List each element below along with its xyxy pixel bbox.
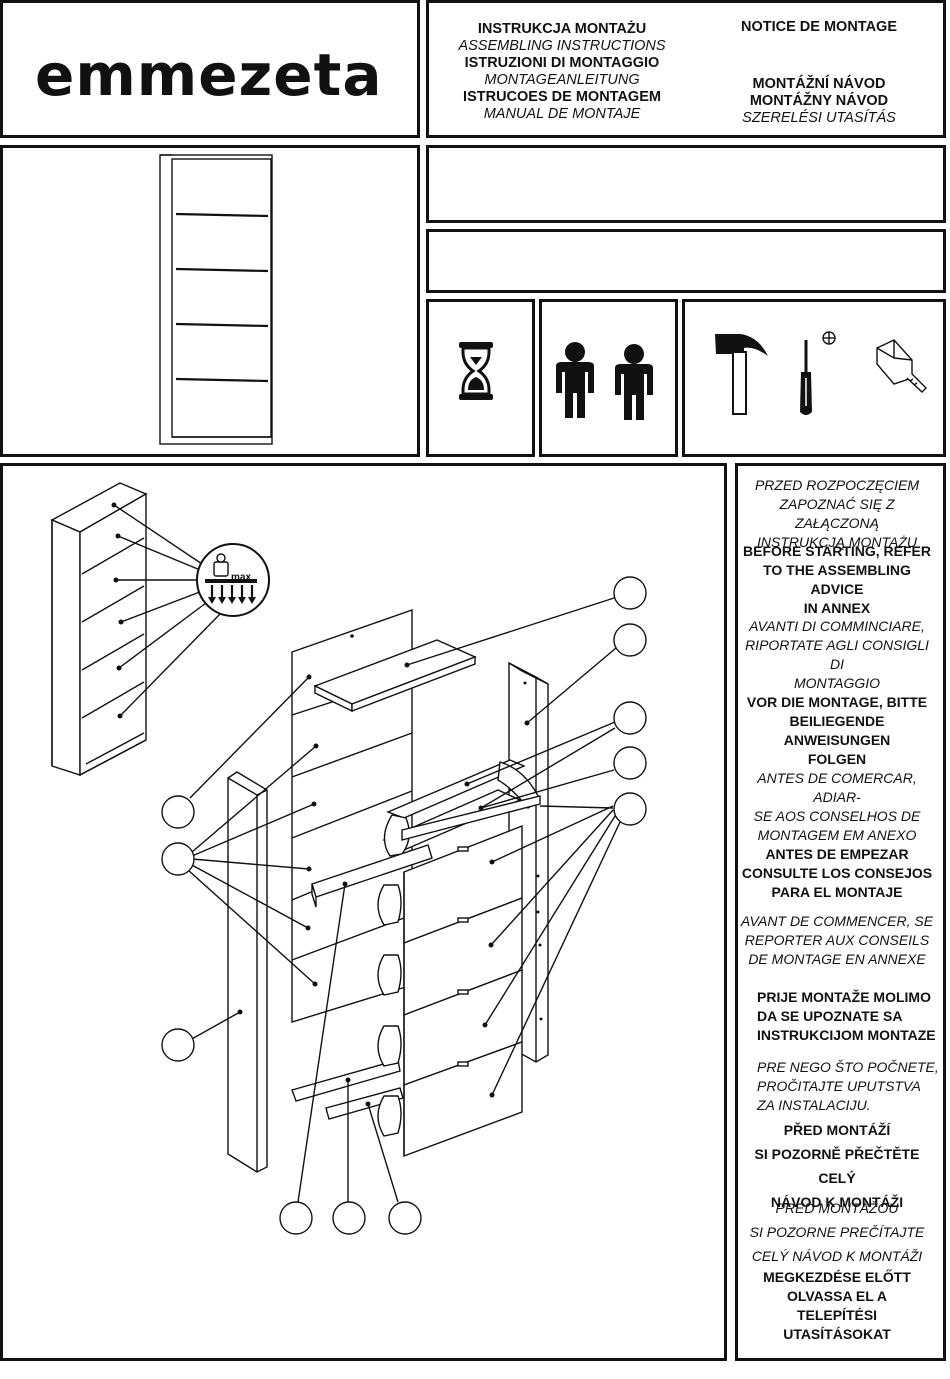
note-line: BEILIEGENDE ANWEISUNGEN bbox=[783, 713, 891, 748]
empty-field-1 bbox=[426, 145, 946, 223]
note-line: ANTES DE COMERCAR, ADIAR- bbox=[757, 770, 917, 805]
note-line: MONTAGGIO bbox=[793, 675, 881, 691]
hourglass-icon bbox=[459, 342, 493, 400]
note-line: CELÝ NÁVOD K MONTÁŽI bbox=[751, 1248, 923, 1264]
product-drawer-lines bbox=[175, 212, 269, 383]
cabinet-callout-lines bbox=[113, 504, 223, 717]
callout-leader-lines bbox=[187, 597, 621, 1203]
note-line: BEFORE STARTING, REFER bbox=[743, 543, 931, 559]
note-line: PŘED MONTÁŽÍ bbox=[783, 1122, 891, 1138]
note-sk: PRED MONTÁŽOU SI POZORNE PREČÍTAJTE CELÝ… bbox=[737, 1196, 937, 1268]
rail-top bbox=[311, 844, 433, 908]
flap-doors bbox=[403, 824, 523, 1158]
two-persons-icon bbox=[556, 342, 653, 420]
note-line: IN ANNEX bbox=[803, 600, 871, 616]
note-pt: ANTES DE COMERCAR, ADIAR- SE AOS CONSELH… bbox=[737, 769, 937, 845]
note-line: SI POZORNĚ PŘEČTĚTE CELÝ bbox=[754, 1146, 920, 1186]
hinge-mechanisms bbox=[377, 884, 402, 1137]
note-line: TELEPÍTÉSI bbox=[796, 1307, 878, 1323]
note-line: NÁVOD K MONTÁŽI bbox=[770, 1194, 904, 1210]
note-de: VOR DIE MONTAGE, BITTE BEILIEGENDE ANWEI… bbox=[737, 693, 937, 769]
tape-measure-icon bbox=[876, 339, 927, 393]
note-line: PRED MONTÁŽOU bbox=[775, 1200, 899, 1216]
max-load-label: max bbox=[231, 569, 251, 586]
left-side-panel bbox=[227, 771, 268, 1173]
title-left-list: INSTRUKCJA MONTAŻU ASSEMBLING INSTRUCTIO… bbox=[437, 21, 687, 123]
note-line: AVANT DE COMMENCER, SE bbox=[740, 913, 934, 929]
note-line: PARA EL MONTAJE bbox=[771, 884, 903, 900]
title-right-line: MONTÁŽNY NÁVOD bbox=[749, 93, 889, 109]
title-left-line: ISTRUZIONI DI MONTAGGIO bbox=[464, 55, 660, 71]
note-line: VOR DIE MONTAGE, BITTE bbox=[746, 694, 928, 710]
note-line: AVANTI DI COMMINCIARE, bbox=[749, 618, 925, 634]
title-right-top-text: NOTICE DE MONTAGE bbox=[740, 19, 897, 35]
note-line: ZAPOZNAĆ SIĘ Z ZAŁĄCZONĄ bbox=[779, 496, 895, 531]
note-cs: PŘED MONTÁŽÍ SI POZORNĚ PŘEČTĚTE CELÝ NÁ… bbox=[737, 1118, 937, 1214]
product-front-view bbox=[159, 154, 273, 445]
note-line: MONTAGEM EM ANEXO bbox=[757, 827, 917, 843]
note-line: ANTES DE EMPEZAR bbox=[765, 846, 909, 862]
note-it: AVANTI DI COMMINCIARE, RIPORTATE AGLI CO… bbox=[737, 617, 937, 693]
title-right-line: MONTÁŽNÍ NÁVOD bbox=[752, 76, 886, 92]
note-line: PRZED ROZPOCZĘCIEM bbox=[754, 477, 920, 493]
time-box bbox=[426, 299, 535, 457]
note-line: OLVASSA EL A bbox=[786, 1288, 888, 1304]
title-left-line: MONTAGEANLEITUNG bbox=[484, 72, 640, 88]
title-left-line: ISTRUCOES DE MONTAGEM bbox=[463, 89, 661, 105]
note-line: PRE NEGO ŠTO POČNETE, bbox=[757, 1059, 939, 1075]
max-load-icon bbox=[196, 543, 270, 617]
note-line: INSTRUKCJĄ MONTAŻU bbox=[757, 534, 917, 550]
part-number-circles bbox=[161, 576, 647, 1235]
note-line: PRIJE MONTAŽE MOLIMO bbox=[757, 989, 931, 1005]
note-hr: PRIJE MONTAŽE MOLIMO DA SE UPOZNATE SA I… bbox=[757, 988, 942, 1045]
note-line: MEGKEZDÉSE ELŐTT bbox=[763, 1269, 911, 1285]
title-right-top: NOTICE DE MONTAGE bbox=[709, 19, 929, 36]
note-line: RIPORTATE AGLI CONSIGLI DI bbox=[745, 637, 929, 672]
note-fr: AVANT DE COMMENCER, SE REPORTER AUX CONS… bbox=[737, 912, 937, 969]
assembled-cabinet-view bbox=[50, 482, 223, 777]
note-line: UTASÍTÁSOKAT bbox=[783, 1326, 891, 1342]
note-line: INSTRUKCIJOM MONTAZE bbox=[757, 1027, 936, 1043]
max-label-text: max bbox=[231, 572, 252, 583]
title-right-line: SZERELÉSI UTASÍTÁS bbox=[742, 110, 896, 126]
note-sr: PRE NEGO ŠTO POČNETE, PROČITAJTE UPUTSTV… bbox=[757, 1058, 942, 1115]
note-line: PROČITAJTE UPUTSTVA bbox=[757, 1078, 921, 1094]
phillips-screwdriver-icon bbox=[800, 331, 836, 415]
note-line: TO THE ASSEMBLING ADVICE bbox=[763, 562, 911, 597]
note-line: REPORTER AUX CONSEILS bbox=[744, 932, 930, 948]
note-line: DA SE UPOZNATE SA bbox=[757, 1008, 903, 1024]
note-line: CONSULTE LOS CONSEJOS bbox=[741, 865, 933, 881]
title-left-line: INSTRUKCJA MONTAŻU bbox=[477, 21, 647, 37]
title-left-line: ASSEMBLING INSTRUCTIONS bbox=[458, 38, 666, 54]
note-line: SE AOS CONSELHOS DE bbox=[753, 808, 921, 824]
persons-box bbox=[539, 299, 678, 457]
hammer-icon bbox=[715, 334, 768, 415]
note-pl: PRZED ROZPOCZĘCIEM ZAPOZNAĆ SIĘ Z ZAŁĄCZ… bbox=[737, 476, 937, 552]
note-es: ANTES DE EMPEZAR CONSULTE LOS CONSEJOS P… bbox=[737, 845, 937, 902]
empty-field-2 bbox=[426, 229, 946, 293]
brand-logo: emmezeta bbox=[35, 41, 383, 109]
notes-box bbox=[735, 463, 946, 1361]
note-line: DE MONTAGE EN ANNEXE bbox=[748, 951, 926, 967]
title-right-list: MONTÁŽNÍ NÁVOD MONTÁŽNY NÁVOD SZERELÉSI … bbox=[709, 76, 929, 127]
note-hu: MEGKEZDÉSE ELŐTT OLVASSA EL A TELEPÍTÉSI… bbox=[737, 1268, 937, 1344]
note-line: SI POZORNE PREČÍTAJTE bbox=[749, 1224, 925, 1240]
title-box: INSTRUKCJA MONTAŻU ASSEMBLING INSTRUCTIO… bbox=[426, 0, 946, 138]
logo-box: emmezeta bbox=[0, 0, 420, 138]
note-line: FOLGEN bbox=[807, 751, 867, 767]
note-en: BEFORE STARTING, REFER TO THE ASSEMBLING… bbox=[737, 542, 937, 618]
note-line: ZA INSTALACIJU. bbox=[757, 1097, 871, 1113]
title-left-line: MANUAL DE MONTAJE bbox=[483, 106, 641, 122]
